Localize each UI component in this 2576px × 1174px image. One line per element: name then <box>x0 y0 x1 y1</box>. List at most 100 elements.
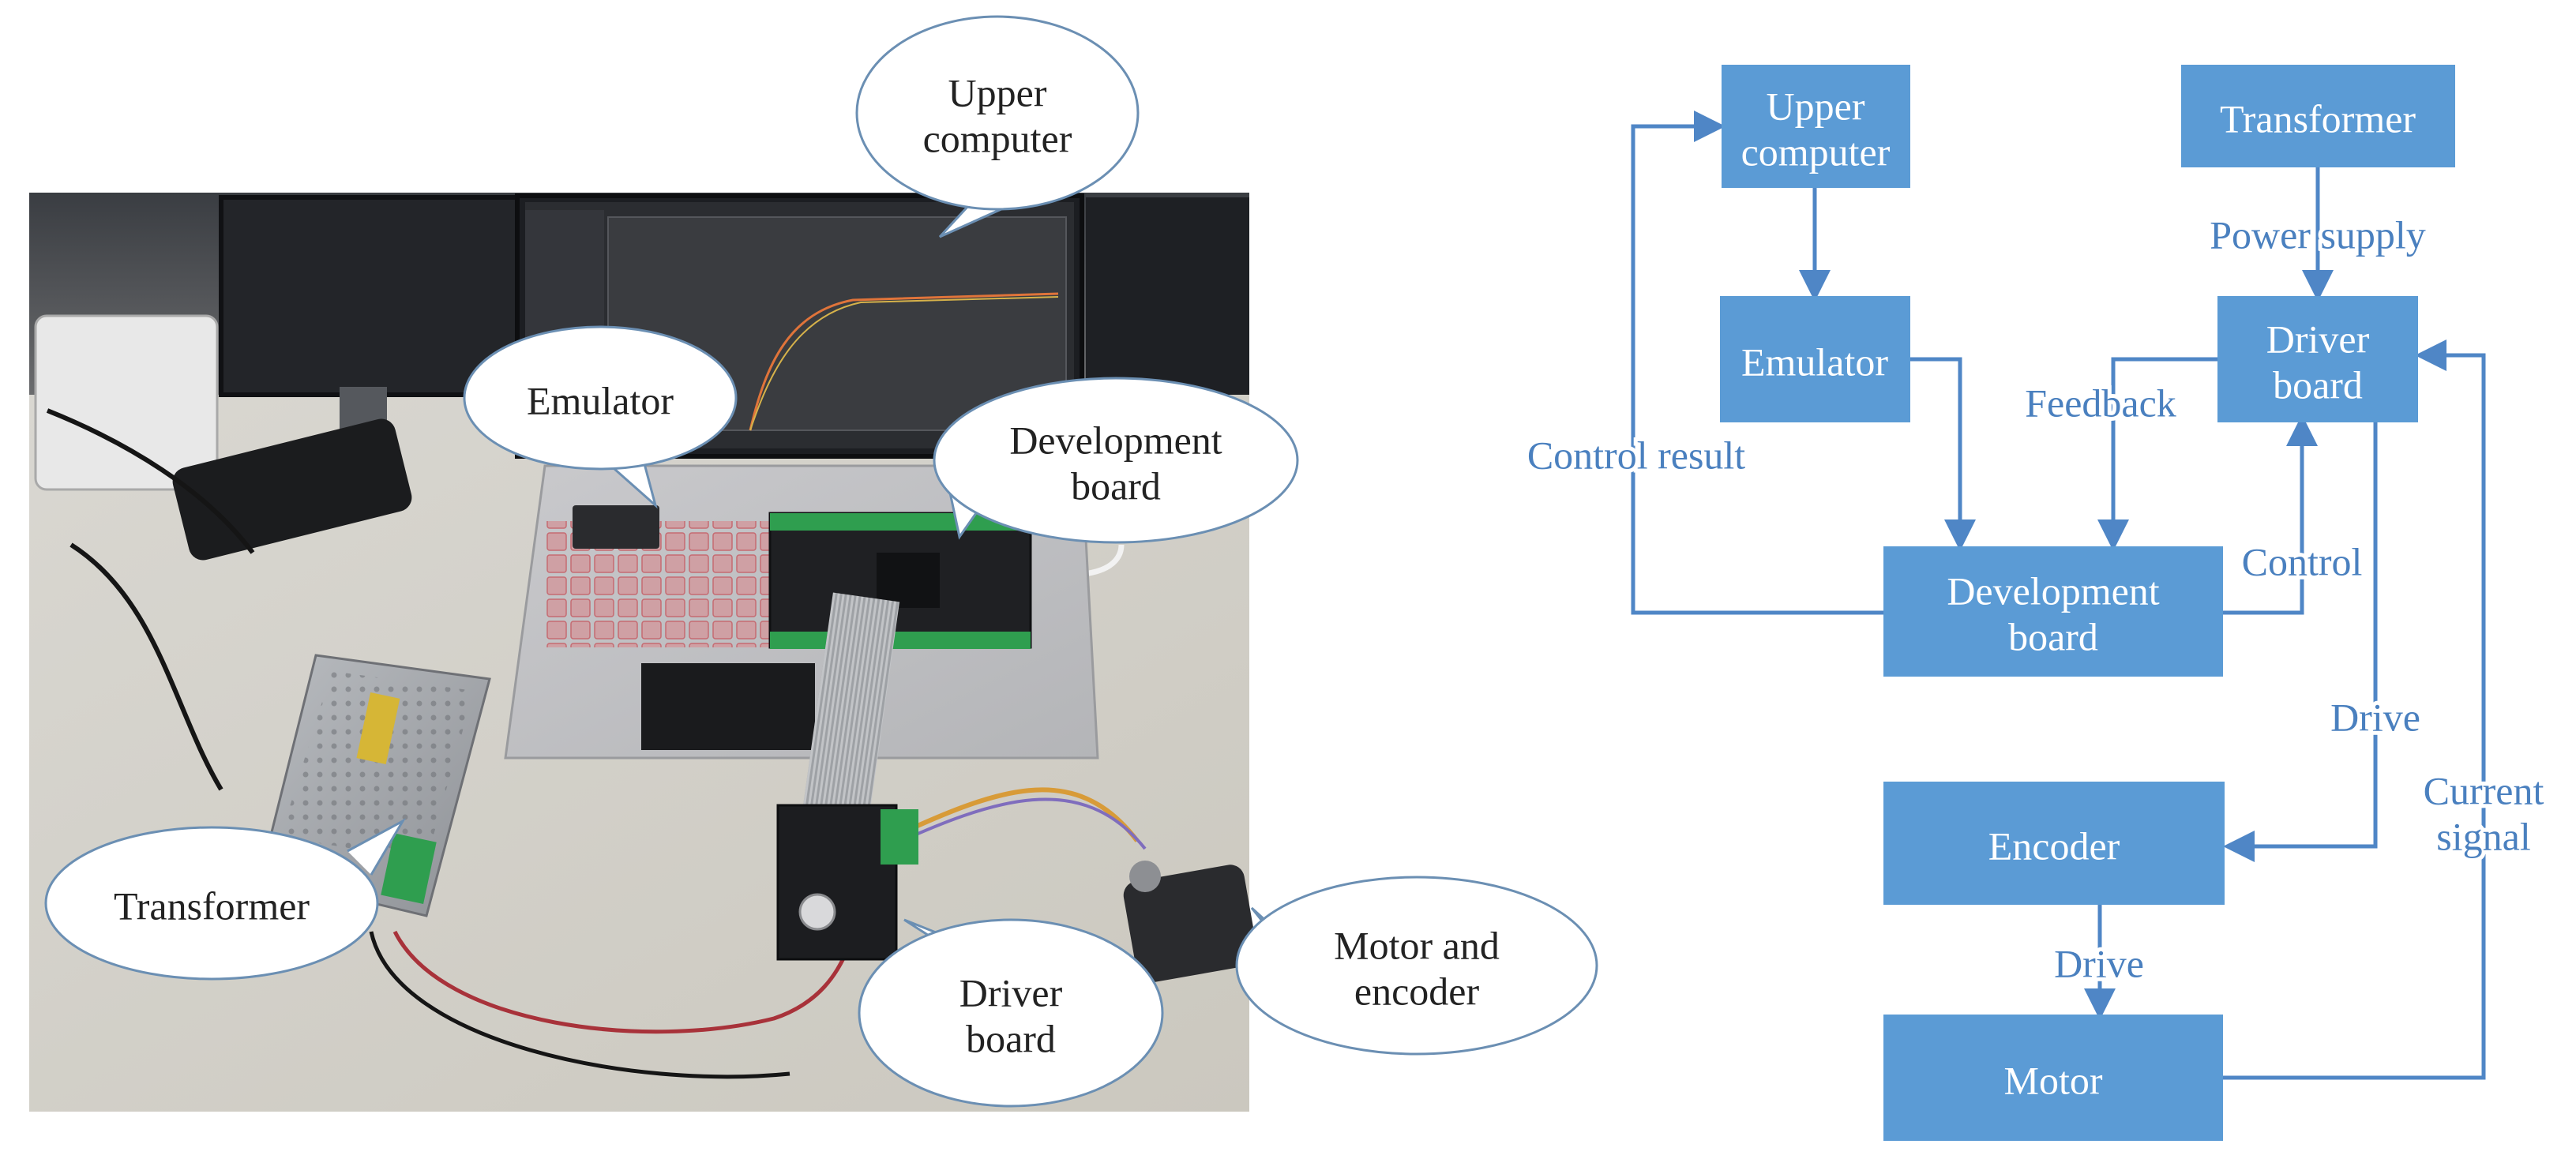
emulator-device <box>573 505 659 549</box>
text-line: encoder <box>1354 969 1480 1013</box>
box-label: Motor <box>2004 1058 2103 1102</box>
text-line: Power supply <box>2210 212 2426 257</box>
text-line: board <box>966 1016 1056 1060</box>
driver-board-capacitor <box>798 893 836 931</box>
box-emulator: Emulator <box>1720 296 1910 422</box>
box-transformer: Transformer <box>2181 65 2455 167</box>
text-line: board <box>2008 614 2098 658</box>
text-line: Transformer <box>2220 96 2416 141</box>
text-line: Development <box>1009 418 1222 462</box>
text-line: Development <box>1947 568 2159 613</box>
text-line: computer <box>1741 129 1891 174</box>
box-driver-board-shape <box>2217 296 2418 422</box>
transformer-terminal <box>381 833 437 904</box>
text-line: Motor and <box>1334 923 1500 967</box>
black-cable <box>369 931 790 1079</box>
text-line: Driver <box>959 970 1063 1015</box>
box-motor-shape <box>1883 1015 2223 1141</box>
text-line: computer <box>923 116 1072 160</box>
text-line: Control <box>2242 539 2363 583</box>
driver-board-pcb <box>776 804 898 961</box>
edge-label-feedback: Feedback <box>2025 381 2176 425</box>
box-label: Transformer <box>2220 96 2416 141</box>
text-line: board <box>2273 362 2363 407</box>
text-line: Drive <box>2054 941 2144 985</box>
callout-bubble <box>44 826 379 981</box>
left-monitor <box>219 195 524 397</box>
box-development-board-shape <box>1883 546 2223 677</box>
edge-label-control-result: Control result <box>1527 433 1745 477</box>
text-line: Control result <box>1527 433 1745 477</box>
text-line: signal <box>2436 814 2530 858</box>
text-line: Driver <box>2266 317 2370 361</box>
box-label: Encoder <box>1988 823 2120 868</box>
text-line: Transformer <box>114 883 310 928</box>
callout-bubble <box>463 325 738 471</box>
box-emulator-shape <box>1720 296 1910 422</box>
text-line: Upper <box>1767 84 1865 128</box>
edge-development-board-to-driver-board <box>2223 414 2318 615</box>
transformer-vents <box>280 671 474 861</box>
callout-bubble <box>855 15 1140 211</box>
text-line: Emulator <box>527 378 674 422</box>
response-curve <box>749 292 1059 431</box>
power-adapter <box>172 418 412 561</box>
text-line: Encoder <box>1988 823 2120 868</box>
callout-transformer: Transformer <box>44 818 407 981</box>
right-monitor <box>1086 197 1249 395</box>
callout-emulator: Emulator <box>463 325 738 509</box>
box-label: Emulator <box>1741 339 1888 384</box>
power-strip <box>34 314 219 491</box>
callout-label: Transformer <box>114 883 310 928</box>
box-motor: Motor <box>1883 1015 2223 1141</box>
edge-label-drive: Drive <box>2330 695 2420 739</box>
edge-emulator-to-development-board <box>1910 357 1976 551</box>
callout-bubble <box>347 818 407 876</box>
text-line: Current <box>2424 768 2544 812</box>
development-board-mcu <box>877 553 940 608</box>
encoder-wires <box>883 787 1140 843</box>
callout-bubble <box>858 918 1164 1108</box>
callout-bubble <box>933 377 1299 544</box>
edge-label-drive: Drive <box>2054 941 2144 985</box>
development-board-terminals <box>770 632 1031 649</box>
text-line: Motor <box>2004 1058 2103 1102</box>
encoder-wires <box>884 797 1147 850</box>
text-line: Feedback <box>2025 381 2176 425</box>
motor-body <box>1123 865 1258 983</box>
motor-gear <box>1129 861 1161 892</box>
box-encoder-shape <box>1883 782 2225 905</box>
edge-driver-board-to-encoder <box>2223 422 2378 862</box>
black-cable <box>69 542 223 791</box>
edge-label-control: Control <box>2242 539 2363 583</box>
laptop-touchpad <box>641 663 815 750</box>
callout-label: Emulator <box>527 378 674 422</box>
driver-board-terminal <box>881 809 918 865</box>
text-line: Upper <box>948 70 1047 114</box>
diagram-edges <box>1631 111 2486 1080</box>
red-cable <box>392 930 847 1034</box>
text-line: Emulator <box>1741 339 1888 384</box>
edge-development-board-to-upper-computer <box>1631 111 1883 615</box>
edge-driver-board-to-development-board <box>2097 357 2217 551</box>
transformer-label <box>356 692 400 765</box>
text-line: Drive <box>2330 695 2420 739</box>
black-cable <box>46 408 255 554</box>
